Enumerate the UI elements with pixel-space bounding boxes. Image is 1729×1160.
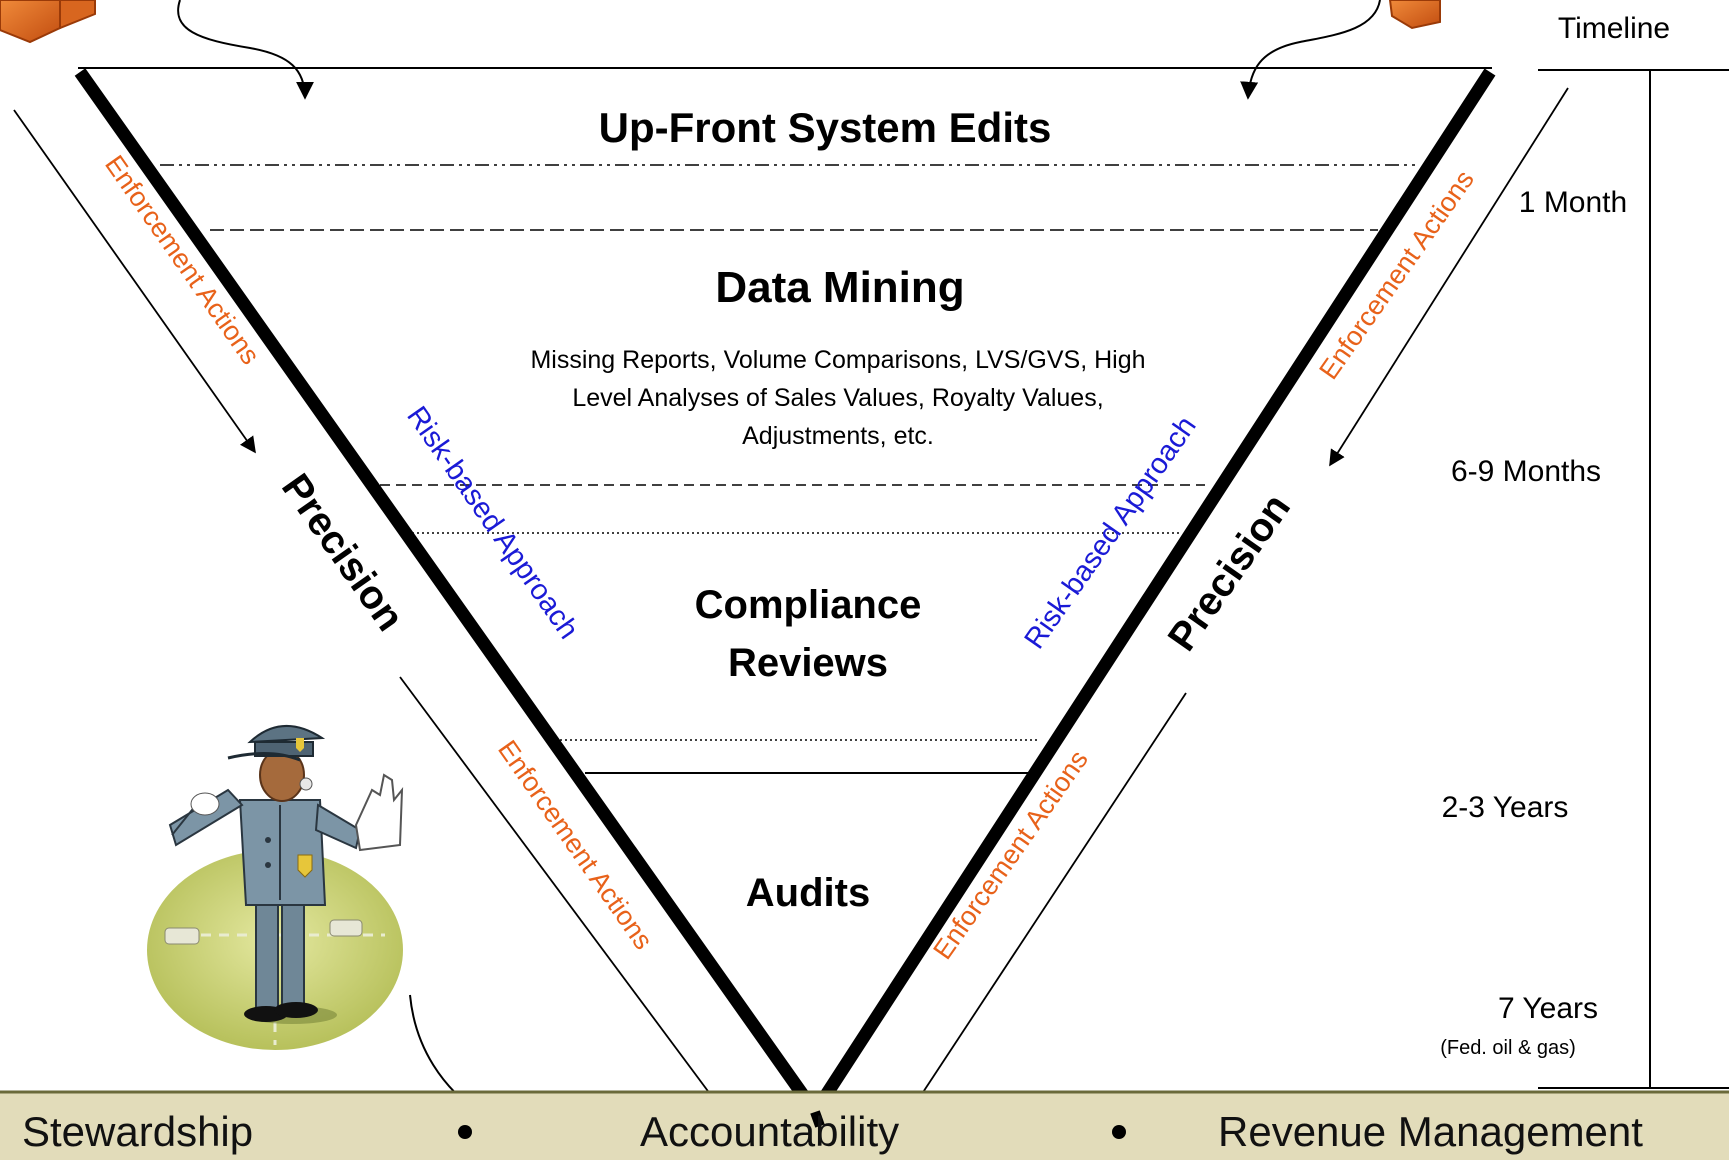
stage-audits: Audits [746,871,870,915]
orange-box-icon [1388,0,1441,30]
timeline-note: (Fed. oil & gas) [1440,1037,1576,1059]
stage-compliance: Reviews [728,641,888,685]
footer-band [0,1092,1729,1160]
timeline-mark: 7 Years [1498,992,1598,1025]
enforcement-arrow [13,109,256,454]
footer-label-revenue-management: Revenue Management [1218,1108,1643,1155]
traffic-officer-illustration [147,725,404,1050]
enforcement-arrow [1329,87,1569,467]
footer-label-accountability: Accountability [640,1108,900,1155]
enforcement-arrow [909,692,1187,1114]
timeline-mark: 6-9 Months [1451,455,1601,488]
curved-arrow [1240,0,1381,100]
stage-compliance: Compliance [695,583,922,627]
footer-separator-dot [458,1125,472,1139]
data-mining-detail: Level Analyses of Sales Values, Royalty … [572,384,1103,412]
stage-up-front: Up-Front System Edits [599,104,1052,151]
risk-label: Risk-based Approach [400,401,584,645]
timeline-header: Timeline [1558,12,1670,45]
enforcement-arrow [399,676,723,1112]
data-mining-detail: Adjustments, etc. [742,422,934,450]
enforcement-label: Enforcement Actions [1313,165,1480,385]
precision-label: Precision [273,466,412,639]
footer-separator-dot [1112,1125,1126,1139]
footer-label-stewardship: Stewardship [22,1108,254,1155]
enforcement-label: Enforcement Actions [927,745,1094,965]
precision-label: Precision [1160,486,1299,659]
timeline-mark: 1 Month [1519,186,1627,219]
data-mining-detail: Missing Reports, Volume Comparisons, LVS… [530,346,1145,374]
stage-data-mining: Data Mining [715,263,964,312]
orange-box-icon [0,0,96,44]
enforcement-label: Enforcement Actions [99,150,266,370]
timeline-mark: 2-3 Years [1442,791,1569,824]
curved-arrow [177,0,314,100]
